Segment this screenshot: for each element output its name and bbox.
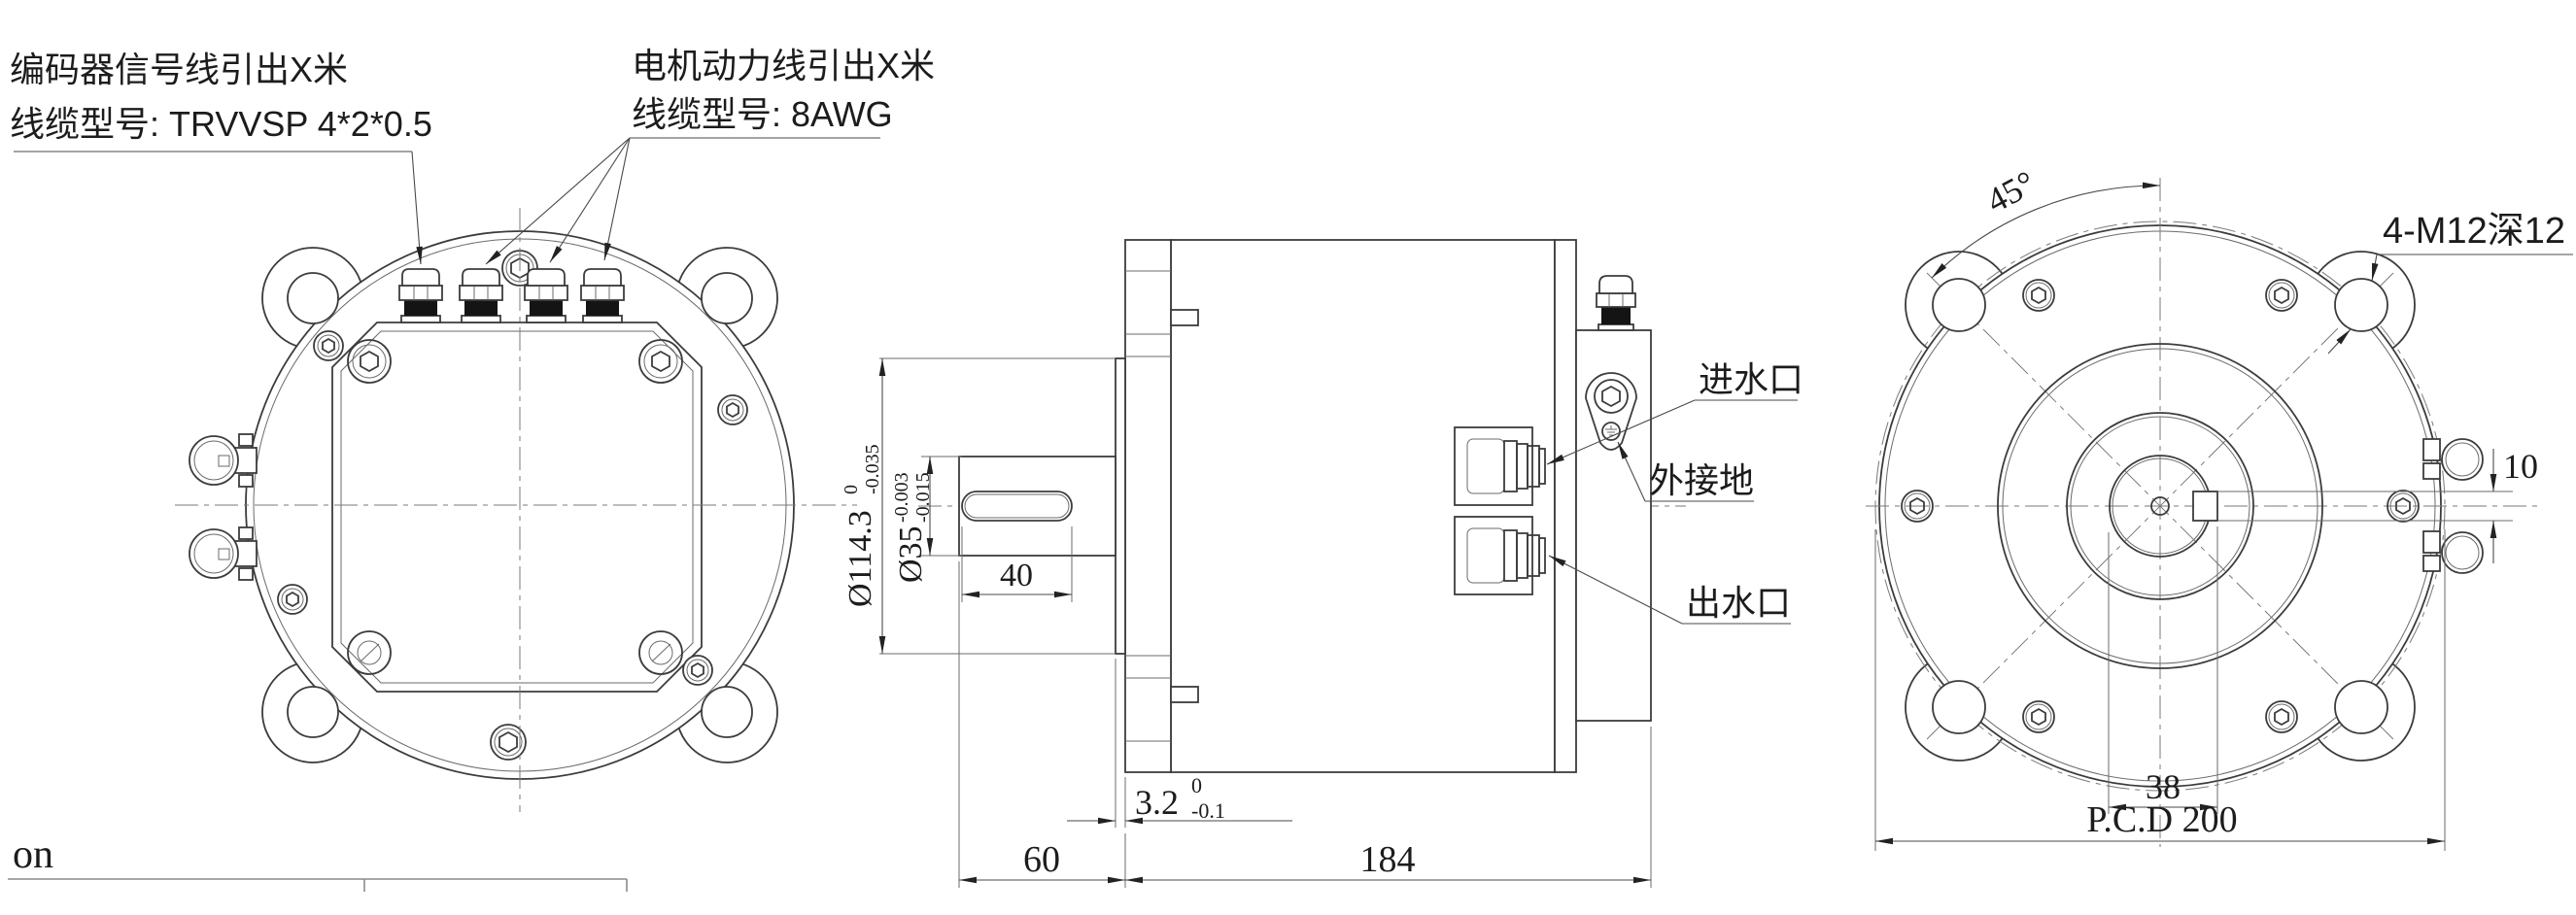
shaft [958, 456, 1116, 557]
dim-spigot-depth-value: 3.2 [1135, 783, 1179, 822]
power-note-line2: 线缆型号: 8AWG [632, 94, 893, 134]
keyway [2192, 491, 2218, 522]
ground-symbol-icon [1601, 422, 1621, 441]
hex-bolt [490, 724, 527, 761]
dim-body-length: 184 [1360, 839, 1416, 880]
dim-spigot-depth-tol-upper: 0 [1191, 773, 1202, 797]
encoder-note-line1: 编码器信号线引出X米 [10, 50, 348, 89]
dimension-spigot-depth: 3.2 0 -0.1 [1067, 659, 1292, 828]
dim-shaft-extension: 60 [1023, 839, 1060, 880]
title-block-partial-text: on [13, 832, 53, 877]
center-hole [2150, 496, 2170, 516]
thread-callout: 4-M12深12 [2327, 211, 2573, 355]
motor-body [1170, 239, 1556, 773]
dim-shaft-dia-value: Ø35 [893, 525, 929, 583]
cover-screw [638, 339, 683, 384]
side-view: Ø114.3 0 -0.035 Ø35 -0.003 -0.015 40 [841, 239, 1803, 888]
flange-plate [1124, 239, 1172, 773]
ear-hole [287, 686, 339, 738]
ear-hole [2334, 278, 2388, 332]
end-plate [1554, 239, 1577, 773]
rim-screw [313, 330, 344, 361]
dim-pitch-circle: P.C.D 200 [2086, 799, 2237, 840]
cover-screw [347, 630, 392, 675]
dim-spigot-depth-tol-lower: -0.1 [1191, 798, 1225, 823]
cover-screw [638, 630, 683, 675]
dim-angle: 45° [1980, 163, 2042, 220]
ear-hole [701, 272, 753, 324]
ear-hole [1932, 680, 1986, 734]
dimension-pitch-circle: P.C.D 200 [1874, 529, 2446, 851]
water-inlet-fitting [1454, 426, 1546, 506]
rear-side-connector [189, 526, 258, 581]
title-block-fragment: on [8, 832, 628, 892]
rear-view [175, 208, 857, 812]
power-cable-note: 电机动力线引出X米 线缆型号: 8AWG [485, 46, 935, 265]
spigot [1115, 357, 1126, 655]
water-outlet-fitting [1454, 516, 1546, 595]
encoder-cable-note: 编码器信号线引出X米 线缆型号: TRVVSP 4*2*0.5 [10, 50, 432, 265]
water-outlet-text: 出水口 [1686, 583, 1791, 623]
dimension-key-offset: 38 [2108, 526, 2218, 814]
thread-callout-text: 4-M12深12 [2383, 211, 2565, 252]
face-screws [1901, 279, 2420, 733]
dim-shaft-dia-tol-upper: -0.003 [891, 472, 912, 523]
hub-circle [2066, 412, 2254, 600]
ear-hole [2334, 680, 2388, 734]
dim-spigot-dia-tol-lower: -0.035 [862, 444, 883, 494]
water-inlet-text: 进水口 [1699, 359, 1803, 399]
dim-spigot-dia-value: Ø114.3 [842, 510, 878, 607]
rim-screw [682, 655, 713, 686]
external-ground-label: 外接地 [1617, 441, 1754, 502]
dimension-key-width: 10 [2217, 447, 2538, 563]
dimension-shaft-extension: 60 [958, 561, 1126, 888]
front-view: 45° 4-M12深12 10 38 P.C.D 200 [1866, 163, 2573, 851]
spigot-circle [1997, 343, 2323, 669]
water-inlet-label: 进水口 [1546, 359, 1803, 465]
dim-key-length: 40 [1000, 558, 1033, 593]
dim-shaft-dia-tol-lower: -0.015 [912, 472, 934, 523]
ear-hole [1932, 278, 1986, 332]
water-outlet-label: 出水口 [1548, 555, 1791, 625]
dimension-body-length: 184 [1125, 727, 1652, 888]
front-water-fitting [2422, 530, 2484, 574]
rear-side-connector [189, 433, 258, 488]
rear-cover-plate [331, 322, 703, 693]
ear-hole [287, 272, 339, 324]
ear-hole [701, 686, 753, 738]
dimension-key-length: 40 [961, 526, 1073, 602]
encoder-note-line2: 线缆型号: TRVVSP 4*2*0.5 [10, 104, 432, 144]
cable-gland [1596, 275, 1636, 331]
front-water-fitting [2422, 438, 2484, 481]
dim-spigot-dia-tol-upper: 0 [841, 485, 862, 494]
cable-glands [398, 268, 625, 323]
dim-key-offset: 38 [2146, 767, 2181, 806]
dim-key-width: 10 [2503, 447, 2538, 486]
external-ground-text: 外接地 [1649, 460, 1754, 500]
power-note-line1: 电机动力线引出X米 [632, 46, 935, 85]
rim-screw [717, 394, 748, 425]
cover-screw [347, 339, 392, 384]
dimension-spigot-dia: Ø114.3 0 -0.035 [841, 357, 1116, 655]
keyway-slot [961, 491, 1073, 522]
dimension-shaft-dia: Ø35 -0.003 -0.015 [891, 456, 962, 583]
rim-screw [277, 584, 308, 615]
